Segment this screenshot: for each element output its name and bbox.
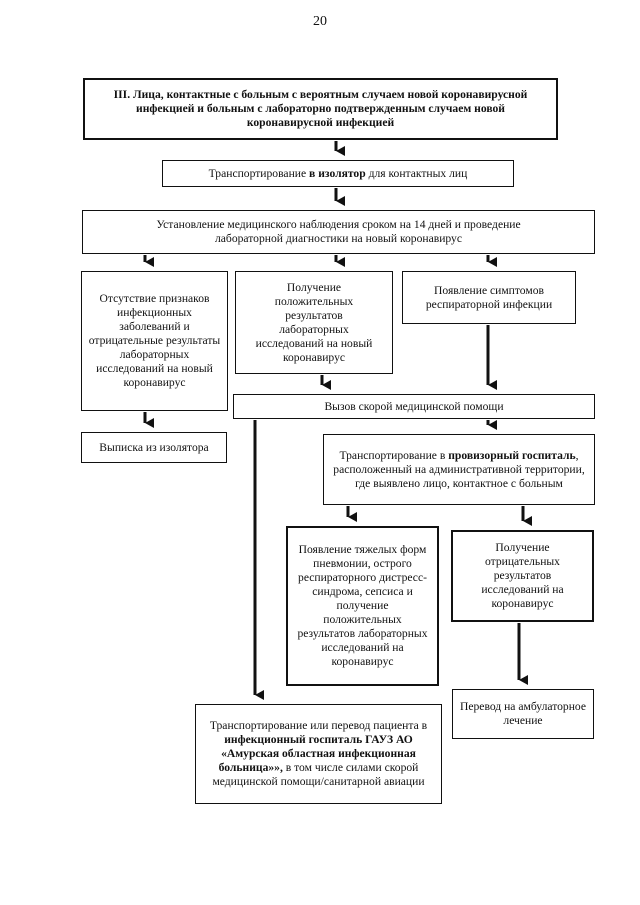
no-signs-box: Отсутствие признаков инфекционных заболе…	[81, 271, 228, 411]
negative-results-text: Получение отрицательных результатов иссл…	[481, 541, 564, 610]
resp-symptoms-box: Появление симптомов респираторной инфекц…	[402, 271, 576, 324]
outpatient-text: Перевод на амбулаторное лечение	[459, 700, 587, 727]
no-signs-text: Отсутствие признаков инфекционных заболе…	[88, 292, 221, 389]
provisional-hospital-box: Транспортирование в провизорный госпитал…	[323, 434, 595, 505]
infectious-hospital-text: Транспортирование или перевод пациента в…	[209, 719, 428, 788]
transport-isolator-box: Транспортирование в изолятор для контакт…	[162, 160, 514, 187]
ambulance-box: Вызов скорой медицинской помощи	[233, 394, 595, 419]
ambulance-text: Вызов скорой медицинской помощи	[324, 399, 504, 413]
severe-forms-box: Появление тяжелых форм пневмонии, острог…	[286, 526, 439, 686]
section-title: III. Лица, контактные с больным с вероят…	[113, 88, 528, 129]
section-title-box: III. Лица, контактные с больным с вероят…	[83, 78, 558, 140]
positive-results-text: Получение положительных результатов лабо…	[255, 280, 373, 364]
provisional-hospital-text: Транспортирование в провизорный госпитал…	[333, 448, 585, 490]
discharge-box: Выписка из изолятора	[81, 432, 227, 463]
infectious-hospital-box: Транспортирование или перевод пациента в…	[195, 704, 442, 804]
observation-box: Установление медицинского наблюдения сро…	[82, 210, 595, 254]
severe-forms-text: Появление тяжелых форм пневмонии, острог…	[297, 543, 428, 668]
transport-isolator-text: Транспортирование в изолятор для контакт…	[208, 166, 468, 180]
positive-results-box: Получение положительных результатов лабо…	[235, 271, 393, 374]
discharge-text: Выписка из изолятора	[99, 440, 209, 454]
resp-symptoms-text: Появление симптомов респираторной инфекц…	[425, 283, 553, 311]
negative-results-box: Получение отрицательных результатов иссл…	[451, 530, 594, 622]
outpatient-box: Перевод на амбулаторное лечение	[452, 689, 594, 739]
observation-text: Установление медицинского наблюдения сро…	[156, 218, 521, 245]
page-number: 20	[313, 14, 327, 29]
